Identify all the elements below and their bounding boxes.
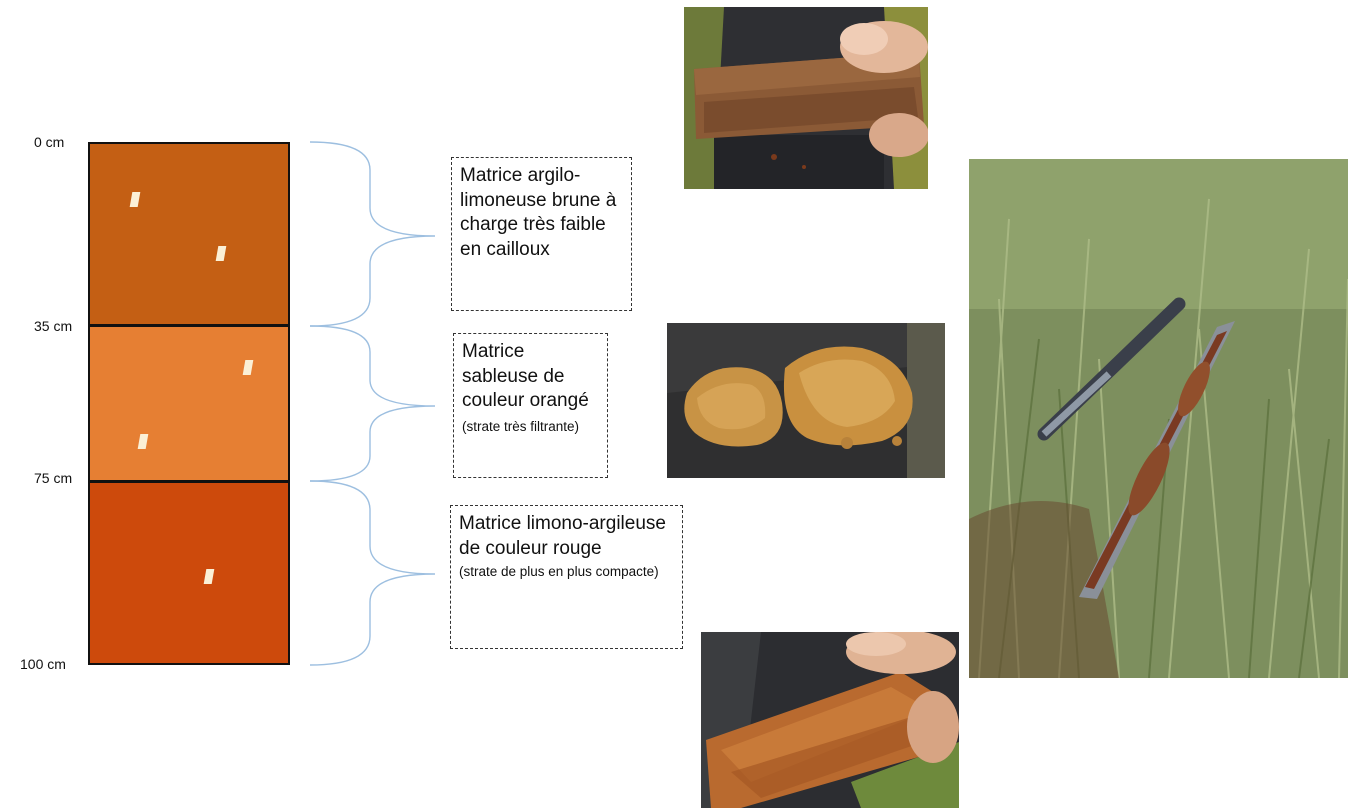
- layer-description-text: Matrice argilo-limoneuse brune à charge …: [460, 165, 617, 260]
- soil-sample-deep-photo: [701, 632, 959, 808]
- depth-label-0: 0 cm: [34, 134, 65, 150]
- soil-layer-topsoil: [88, 142, 290, 326]
- pebble-marker: [203, 569, 215, 584]
- layer-boundary-35cm: [88, 325, 290, 327]
- layer-description-topsoil: Matrice argilo-limoneuse brune à charge …: [451, 157, 632, 311]
- soil-layer-sand: [88, 326, 290, 481]
- pebble-marker: [137, 434, 149, 449]
- layer-braces: [309, 141, 436, 666]
- depth-label-35: 35 cm: [34, 318, 73, 334]
- auger-in-grass-photo: [969, 159, 1348, 678]
- layer-description-deep: Matrice limono-argileuse de couleur roug…: [450, 505, 683, 649]
- soil-sample-sand-photo: [667, 323, 945, 478]
- layer-description-text: Matrice sableuse de couleur orangé: [462, 341, 589, 411]
- depth-label-100: 100 cm: [20, 656, 66, 672]
- pebble-marker: [215, 246, 227, 261]
- layer-description-text: Matrice limono-argileuse de couleur roug…: [459, 513, 666, 559]
- layer-description-note: (strate de plus en plus compacte): [459, 564, 659, 579]
- depth-label-75: 75 cm: [34, 470, 73, 486]
- layer-boundary-75cm: [88, 480, 290, 482]
- brace-sand: [309, 325, 436, 482]
- layer-description-sand: Matrice sableuse de couleur orangé (stra…: [453, 333, 608, 478]
- brace-deep: [309, 480, 436, 666]
- pebble-marker: [242, 360, 254, 375]
- layer-description-note: (strate très filtrante): [462, 418, 580, 434]
- soil-layer-deep: [88, 481, 290, 665]
- brace-topsoil: [309, 141, 436, 327]
- pebble-marker: [129, 192, 141, 207]
- soil-sample-topsoil-photo: [684, 7, 928, 189]
